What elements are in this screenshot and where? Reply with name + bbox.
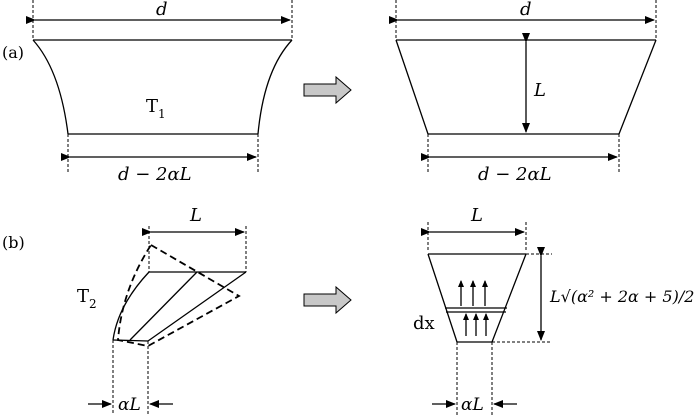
right-straight-edge: [618, 39, 657, 135]
panel-a-right: d L d − 2αL: [389, 0, 657, 185]
bottom-dimension-label: d − 2αL: [478, 164, 552, 185]
offset-dimension-label: αL: [461, 395, 484, 415]
element-label-dx: dx: [413, 313, 435, 334]
internal-line: [129, 271, 198, 341]
right-edge: [147, 271, 247, 342]
panel-a-left: (a) d T1 d − 2αL: [2, 0, 293, 185]
transform-arrow-icon: [303, 285, 352, 315]
left-curved-edge: [32, 39, 69, 135]
panel-b-right: L dx L√(α² + 2α + 5)/2 αL: [413, 205, 694, 415]
right-edge: [491, 253, 527, 343]
top-dimension-label: L: [189, 205, 202, 226]
panel-b-label: (b): [2, 233, 25, 252]
top-dimension-label: d: [156, 0, 168, 20]
length-dimension-label: L: [533, 80, 546, 101]
panel-b-left: (b) L T2 αL: [2, 205, 247, 415]
top-dimension-label: d: [520, 0, 532, 20]
height-dimension-label: L√(α² + 2α + 5)/2: [549, 287, 694, 306]
region-label-t1: T1: [146, 96, 166, 121]
offset-dimension-label: αL: [118, 395, 141, 415]
transform-arrow-icon: [303, 75, 352, 105]
panel-a-label: (a): [2, 43, 24, 62]
top-dimension-label: L: [470, 205, 483, 226]
left-edge: [112, 271, 150, 341]
right-curved-edge: [257, 39, 293, 135]
left-edge: [427, 253, 458, 343]
region-label-t2: T2: [77, 286, 97, 311]
deformed-outline: [117, 243, 241, 347]
bottom-dimension-label: d − 2αL: [118, 164, 192, 185]
left-straight-edge: [395, 39, 429, 135]
